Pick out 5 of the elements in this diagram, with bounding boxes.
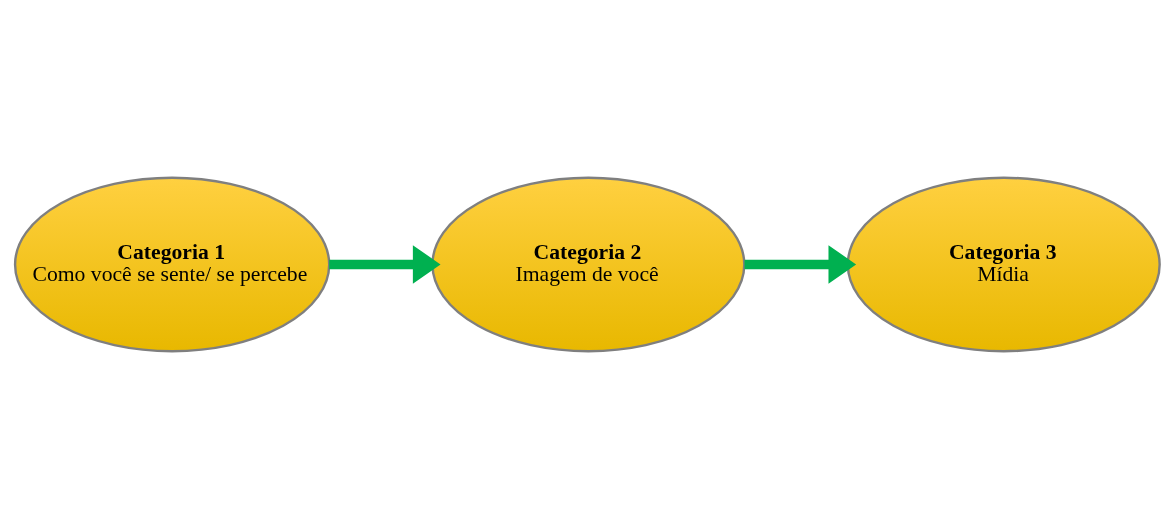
arrow xyxy=(744,245,857,284)
node-ellipse: Categoria 1 Como você se sente/ se percebe xyxy=(13,176,331,353)
arrow xyxy=(329,245,441,284)
node-ellipse: Categoria 2 Imagem de você xyxy=(431,176,746,353)
node-ellipse: Categoria 3 Mídia xyxy=(846,176,1161,353)
